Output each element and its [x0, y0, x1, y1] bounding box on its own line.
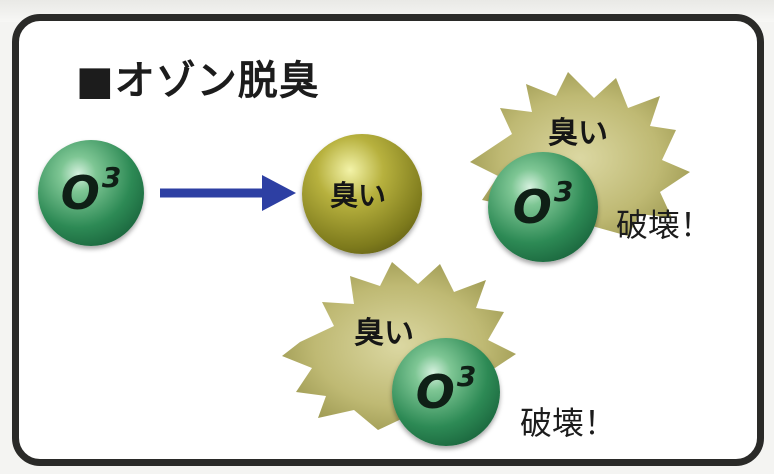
diagram-title: ■オゾン脱臭 [76, 58, 320, 104]
destroyed-label-lower: 破壊！ [520, 404, 617, 442]
odor-label: 臭い [330, 179, 387, 212]
odor-cloud-label-lower: 臭い [354, 316, 414, 351]
destroyed-label-upper: 破壊！ [616, 206, 713, 244]
odor-molecule: 臭い [302, 134, 422, 254]
odor-cloud-label-upper: 臭い [548, 116, 608, 151]
